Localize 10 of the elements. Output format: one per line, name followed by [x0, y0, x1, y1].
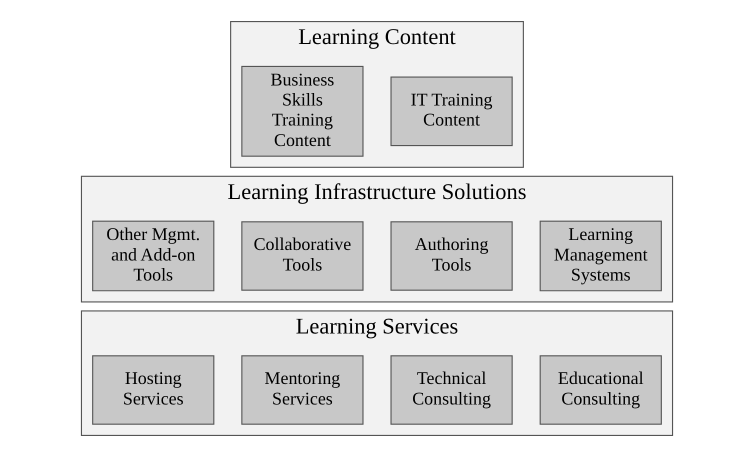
node-box: Technical Consulting: [390, 355, 512, 425]
node-box: Collaborative Tools: [240, 221, 364, 291]
node-box: Business Skills Training Content: [240, 66, 364, 157]
node-box: Learning Management Systems: [539, 220, 662, 292]
node-box: Mentoring Services: [240, 355, 364, 425]
node-box: Hosting Services: [92, 355, 214, 425]
node-box: Authoring Tools: [390, 221, 512, 291]
node-box: IT Training Content: [390, 76, 512, 146]
node-box: Other Mgmt. and Add-on Tools: [92, 220, 214, 292]
node-box: Educational Consulting: [539, 355, 662, 425]
